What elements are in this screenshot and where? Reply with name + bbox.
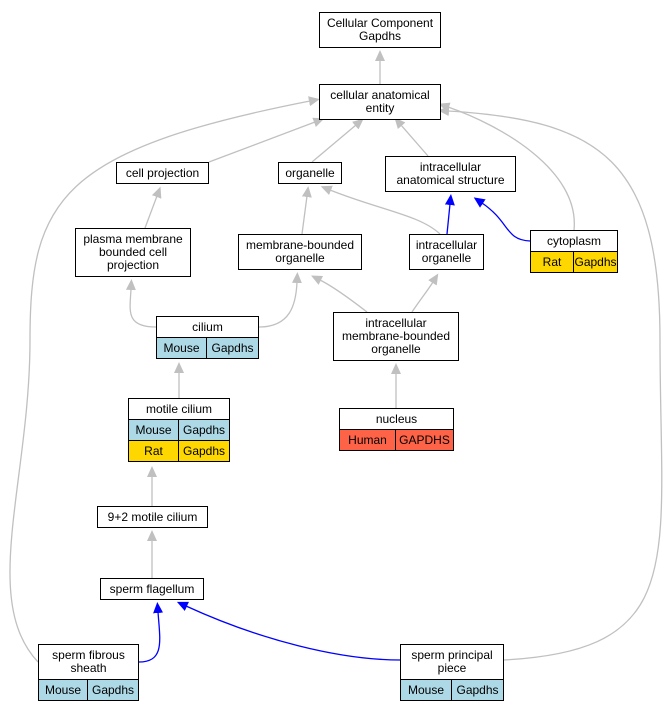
- annotation-row-cytoplasm: Rat Gapdhs: [530, 251, 618, 273]
- annotation-row-motile-cilium: Rat Gapdhs: [128, 440, 230, 462]
- annotation-row-motile-cilium: Mouse Gapdhs: [128, 419, 230, 441]
- node-nucleus[interactable]: nucleus: [339, 408, 454, 430]
- annotation-row-nucleus: Human GAPDHS: [339, 429, 454, 451]
- edge-sperm-fibrous-sheath-to-cae: [9, 96, 320, 663]
- annotation-row-cilium: Mouse Gapdhs: [156, 337, 259, 359]
- node-cell-projection[interactable]: cell projection: [116, 162, 209, 184]
- gene-cell: Gapdhs: [451, 680, 503, 700]
- edge-cilium-to-pmbcp: [125, 279, 157, 328]
- node-nine-two[interactable]: 9+2 motile cilium: [97, 506, 208, 528]
- edge-cilium-to-mbo: [258, 272, 302, 328]
- species-cell: Human: [348, 433, 387, 447]
- edge-organelle-to-cae: [311, 118, 364, 163]
- node-cc-root[interactable]: Cellular Component Gapdhs: [319, 12, 441, 48]
- node-sperm-flagellum[interactable]: sperm flagellum: [100, 578, 204, 600]
- node-ias[interactable]: intracellular anatomical structure: [385, 156, 516, 192]
- node-imbo[interactable]: intracellular membrane-bounded organelle: [333, 312, 459, 361]
- gene-cell: Gapdhs: [206, 338, 258, 358]
- node-cae[interactable]: cellular anatomical entity: [319, 84, 441, 120]
- gene-cell: Gapdhs: [87, 680, 138, 700]
- annotation-row-sperm-fibrous-sheath: Mouse Gapdhs: [38, 679, 139, 701]
- node-mbo[interactable]: membrane-bounded organelle: [238, 234, 362, 270]
- node-organelle[interactable]: organelle: [278, 162, 342, 184]
- edge-imbo-to-io: [411, 273, 439, 313]
- species-cell: Mouse: [163, 341, 200, 355]
- species-cell: Rat: [542, 255, 562, 269]
- edge-sperm-principal-piece-to-cae: [438, 106, 663, 661]
- species-cell: Mouse: [135, 423, 172, 437]
- node-motile-cilium[interactable]: motile cilium: [128, 398, 230, 420]
- edge-cytoplasm-to-cae: [438, 102, 575, 231]
- node-cilium[interactable]: cilium: [156, 316, 259, 338]
- node-sperm-fibrous-sheath[interactable]: sperm fibrous sheath: [38, 644, 139, 680]
- gene-cell: Gapdhs: [573, 252, 617, 272]
- node-pmbcp[interactable]: plasma membrane bounded cell projection: [75, 228, 191, 277]
- edge-io-to-organelle: [320, 185, 441, 235]
- annotation-row-sperm-principal-piece: Mouse Gapdhs: [400, 679, 504, 701]
- gene-cell: Gapdhs: [178, 441, 229, 461]
- edge-imbo-to-mbo: [311, 275, 368, 313]
- edge-sperm-principal-piece-to-sperm-flagellum: [176, 601, 401, 661]
- node-sperm-principal-piece[interactable]: sperm principal piece: [400, 644, 504, 680]
- species-cell: Mouse: [44, 683, 82, 697]
- edge-pmbcp-to-cell-projection: [144, 186, 162, 229]
- edge-sperm-fibrous-sheath-to-sperm-flagellum: [138, 602, 164, 663]
- edge-io-to-ias: [444, 194, 455, 235]
- gene-cell: Gapdhs: [178, 420, 229, 440]
- species-cell: Rat: [144, 444, 163, 458]
- edge-mbo-to-organelle: [301, 186, 312, 235]
- species-cell: Mouse: [407, 683, 445, 697]
- edge-ias-to-cae: [394, 117, 429, 157]
- node-io[interactable]: intracellular organelle: [409, 234, 484, 270]
- node-cytoplasm[interactable]: cytoplasm: [530, 230, 618, 252]
- gene-cell: GAPDHS: [395, 430, 453, 450]
- edge-cytoplasm-to-ias: [473, 197, 531, 242]
- edge-cell-projection-to-cae: [208, 117, 325, 163]
